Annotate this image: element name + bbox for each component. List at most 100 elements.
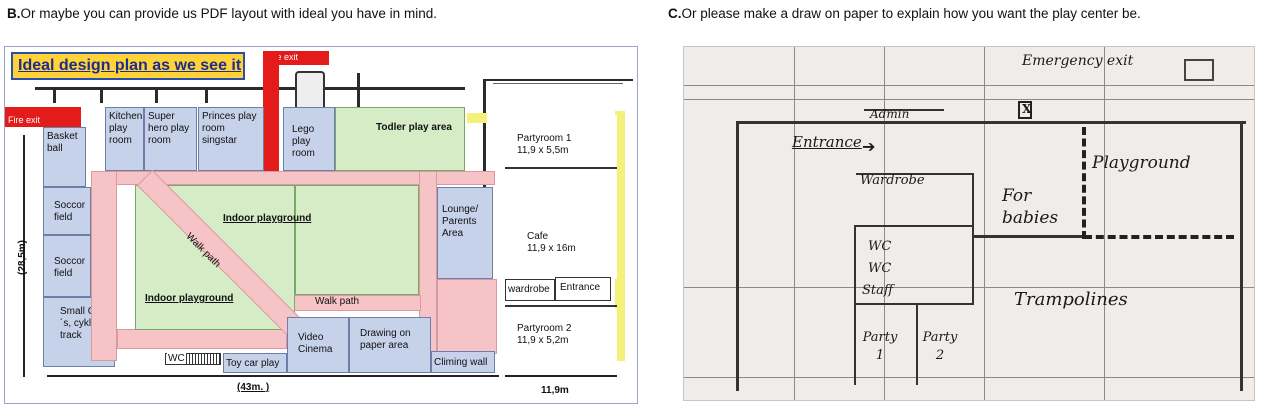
height-dimension-line [23, 135, 25, 377]
caption-b-text: Or maybe you can provide us PDF layout w… [20, 6, 437, 21]
sketch-wall [854, 225, 856, 385]
walk-path-corner [437, 279, 497, 354]
top-wall [35, 87, 465, 90]
indoor-playground-right [295, 185, 419, 295]
width-dimension-line-2 [505, 375, 617, 377]
walk-path-bottom [117, 329, 287, 349]
fire-exit-top: Fire exit [263, 51, 329, 65]
sketch-wc-1: WC [868, 239, 892, 254]
cafe-name: Cafe [527, 231, 549, 242]
sketch-dashed-wall [1084, 235, 1234, 239]
caption-b-letter: B. [7, 6, 21, 21]
cafe-size: 11,9 x 16m [527, 243, 576, 254]
hand-sketch: X Emergency exit Admin Entrance ➔ Wardro… [683, 46, 1255, 401]
top-right-wall [483, 79, 633, 81]
wall-segment [155, 87, 158, 103]
grid-line [684, 377, 1254, 378]
room-soccor-field-2: Soccor field [43, 235, 91, 297]
grid-line [684, 85, 1254, 86]
room-soccor-field-1: Soccor field [43, 187, 91, 235]
sketch-right-wall [1240, 121, 1243, 391]
walk-path-label-2: Walk path [315, 296, 360, 307]
partyroom-2-name: Partyroom 2 [517, 323, 572, 334]
grid-line [684, 99, 1254, 100]
fire-exit-left: Fire exit [5, 107, 81, 127]
divider [505, 305, 617, 307]
sketch-playground: Playground [1092, 153, 1191, 173]
wc-label: WC [167, 353, 186, 364]
yellow-highlight [615, 111, 625, 361]
sketch-wc-2: WC [868, 261, 892, 276]
sketch-left-wall [736, 121, 739, 391]
sketch-wardrobe: Wardrobe [860, 173, 925, 188]
dim-width: (43m. ) [237, 382, 270, 393]
sketch-wall [972, 173, 974, 303]
caption-c-text: Or please make a draw on paper to explai… [681, 6, 1141, 21]
sketch-party-1: Party 1 [862, 330, 898, 363]
grid-line [684, 287, 1254, 288]
sketch-wall [856, 173, 974, 175]
room-super-hero: Super hero play room [144, 107, 197, 171]
sketch-admin: Admin [870, 107, 910, 121]
partyroom-1-name: Partyroom 1 [517, 133, 572, 144]
room-lego: Lego play room [283, 107, 335, 171]
sketch-emergency-exit: Emergency exit [1022, 53, 1134, 69]
sketch-wall [854, 225, 974, 227]
wall-segment [53, 87, 56, 103]
sketch-wall [974, 235, 1084, 238]
sketch-entrance-arrow: ➔ [862, 137, 876, 156]
exit-marker [1018, 101, 1032, 119]
staircase-icon [295, 71, 325, 111]
grid-line [1104, 47, 1105, 400]
sketch-entrance: Entrance [792, 133, 862, 151]
door-arcs [493, 83, 623, 111]
indoor-playground-label-1: Indoor playground [223, 213, 312, 224]
room-todler: Todler play area [335, 107, 465, 171]
sketch-top-wall [736, 121, 1246, 124]
room-kitchen: Kitchen play room [105, 107, 144, 171]
caption-c-letter: C. [668, 6, 682, 21]
room-video-cinema: Video Cinema [287, 317, 349, 373]
room-basket-ball: Basket ball [43, 127, 86, 187]
room-climbing-wall: Climing wall [431, 351, 495, 373]
caption-c: C.Or please make a draw on paper to expl… [668, 6, 1141, 21]
divider [505, 167, 617, 169]
sketch-trampolines: Trampolines [1014, 289, 1128, 310]
grid-line [794, 47, 795, 400]
ideal-design-plan: Ideal design plan as we see it Fire exit… [4, 46, 638, 404]
fire-exit-corridor [263, 51, 279, 171]
wall-segment [100, 87, 103, 103]
sketch-party-2: Party 2 [922, 330, 958, 363]
sketch-dashed-wall [1082, 127, 1086, 239]
exit-x: X [1022, 102, 1032, 116]
width-dimension-line [47, 375, 499, 377]
room-cafe: Cafe 11,9 x 16m [505, 169, 617, 279]
sketch-wall [864, 109, 944, 111]
dim-height: (28,5m) [17, 239, 28, 275]
sketch-staff: Staff [862, 283, 894, 298]
sketch-wall [916, 305, 918, 385]
sketch-wall [856, 303, 974, 305]
stairs-symbol [1184, 59, 1214, 81]
room-entrance: Entrance [555, 277, 611, 301]
partyroom-1-size: 11,9 x 5,5m [517, 145, 569, 156]
sketch-for-babies: For babies [1002, 186, 1059, 228]
room-princes: Princes play room singstar [198, 107, 264, 171]
room-partyroom-2: Partyroom 2 11,9 x 5,2m [505, 309, 617, 361]
walk-path-left [91, 171, 117, 361]
room-drawing: Drawing on paper area [349, 317, 431, 373]
grid-line [884, 47, 885, 400]
wall-segment [205, 87, 208, 103]
room-partyroom-1: Partyroom 1 11,9 x 5,5m [505, 115, 617, 167]
room-toy-car: Toy car play [223, 353, 287, 373]
dim-width-2: 11,9m [541, 385, 569, 396]
wall-segment [357, 73, 360, 107]
yellow-highlight [467, 113, 487, 123]
plan-title: Ideal design plan as we see it [11, 52, 245, 80]
indoor-playground-label-2: Indoor playground [145, 293, 234, 304]
caption-b: B.Or maybe you can provide us PDF layout… [7, 6, 437, 21]
partyroom-2-size: 11,9 x 5,2m [517, 335, 569, 346]
room-wardrobe: wardrobe [505, 279, 555, 301]
room-lounge: Lounge/ Parents Area [437, 187, 493, 279]
grid-line [984, 47, 985, 400]
